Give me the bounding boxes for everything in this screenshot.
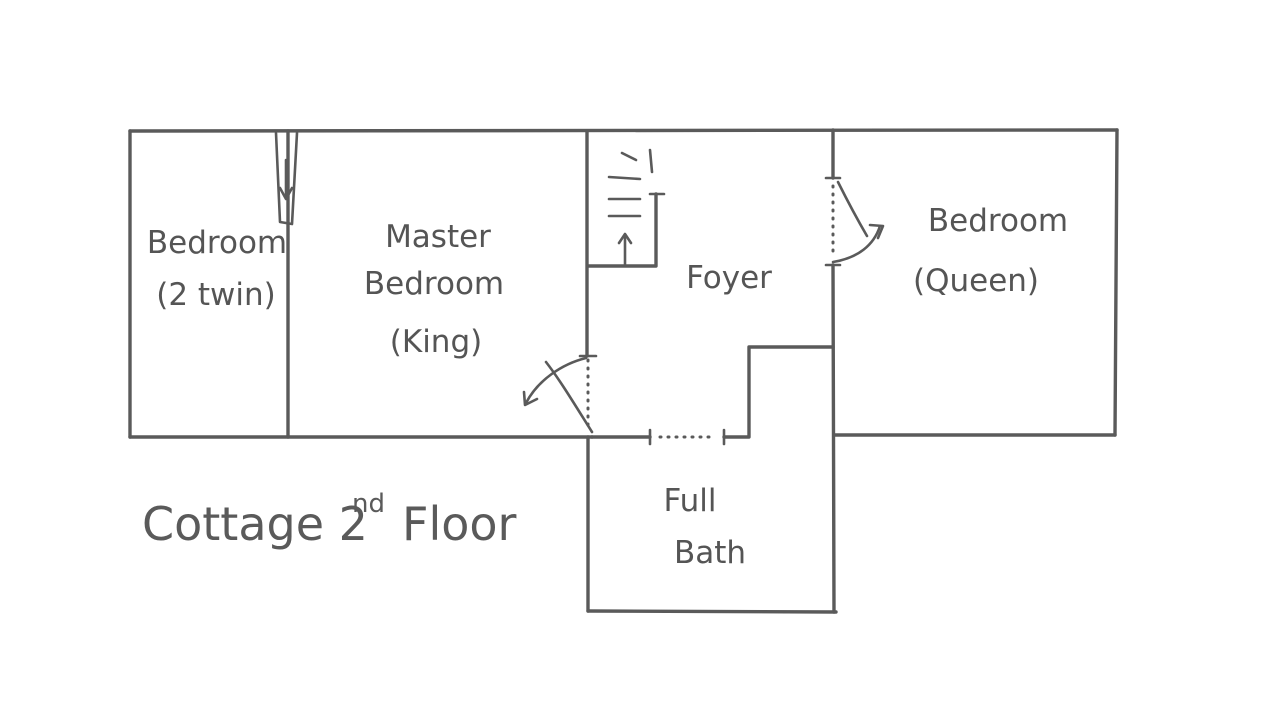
bedroom-twin-label: Bedroom: [147, 225, 287, 261]
queen-bedroom-door: [824, 176, 885, 267]
outer-walls: [128, 128, 1119, 439]
master-bedroom-label-2: Bedroom: [364, 266, 504, 302]
master-bedroom-label-1: Master: [385, 219, 491, 255]
bath-bottom-wall: [586, 609, 838, 614]
top-wall: [128, 128, 1119, 133]
foyer-label: Foyer: [686, 260, 772, 296]
title-main: Cottage 2: [142, 497, 368, 551]
wall-foyer-queen-lower: [831, 263, 836, 614]
master-bedroom-door: [522, 354, 598, 434]
bath-door: [648, 428, 726, 446]
full-bath-label-1: Full: [663, 483, 716, 519]
right-wall: [1113, 128, 1119, 437]
interior-walls: [286, 128, 838, 614]
title-rest: Floor: [402, 497, 517, 551]
staircase: [586, 148, 666, 268]
room-labels: Bedroom (2 twin) Master Bedroom (King) F…: [147, 203, 1068, 571]
bedroom-queen-label: Bedroom: [928, 203, 1068, 239]
bedroom-twin-sublabel: (2 twin): [156, 277, 276, 313]
master-bedroom-label-3: (King): [390, 324, 482, 360]
diagram-title: Cottage 2 nd Floor: [142, 489, 517, 551]
bath-step-wall: [722, 345, 835, 439]
title-superscript: nd: [352, 489, 385, 519]
full-bath-label-2: Bath: [674, 535, 746, 571]
bedroom-queen-sublabel: (Queen): [913, 263, 1039, 299]
closet-chute: [274, 131, 299, 226]
